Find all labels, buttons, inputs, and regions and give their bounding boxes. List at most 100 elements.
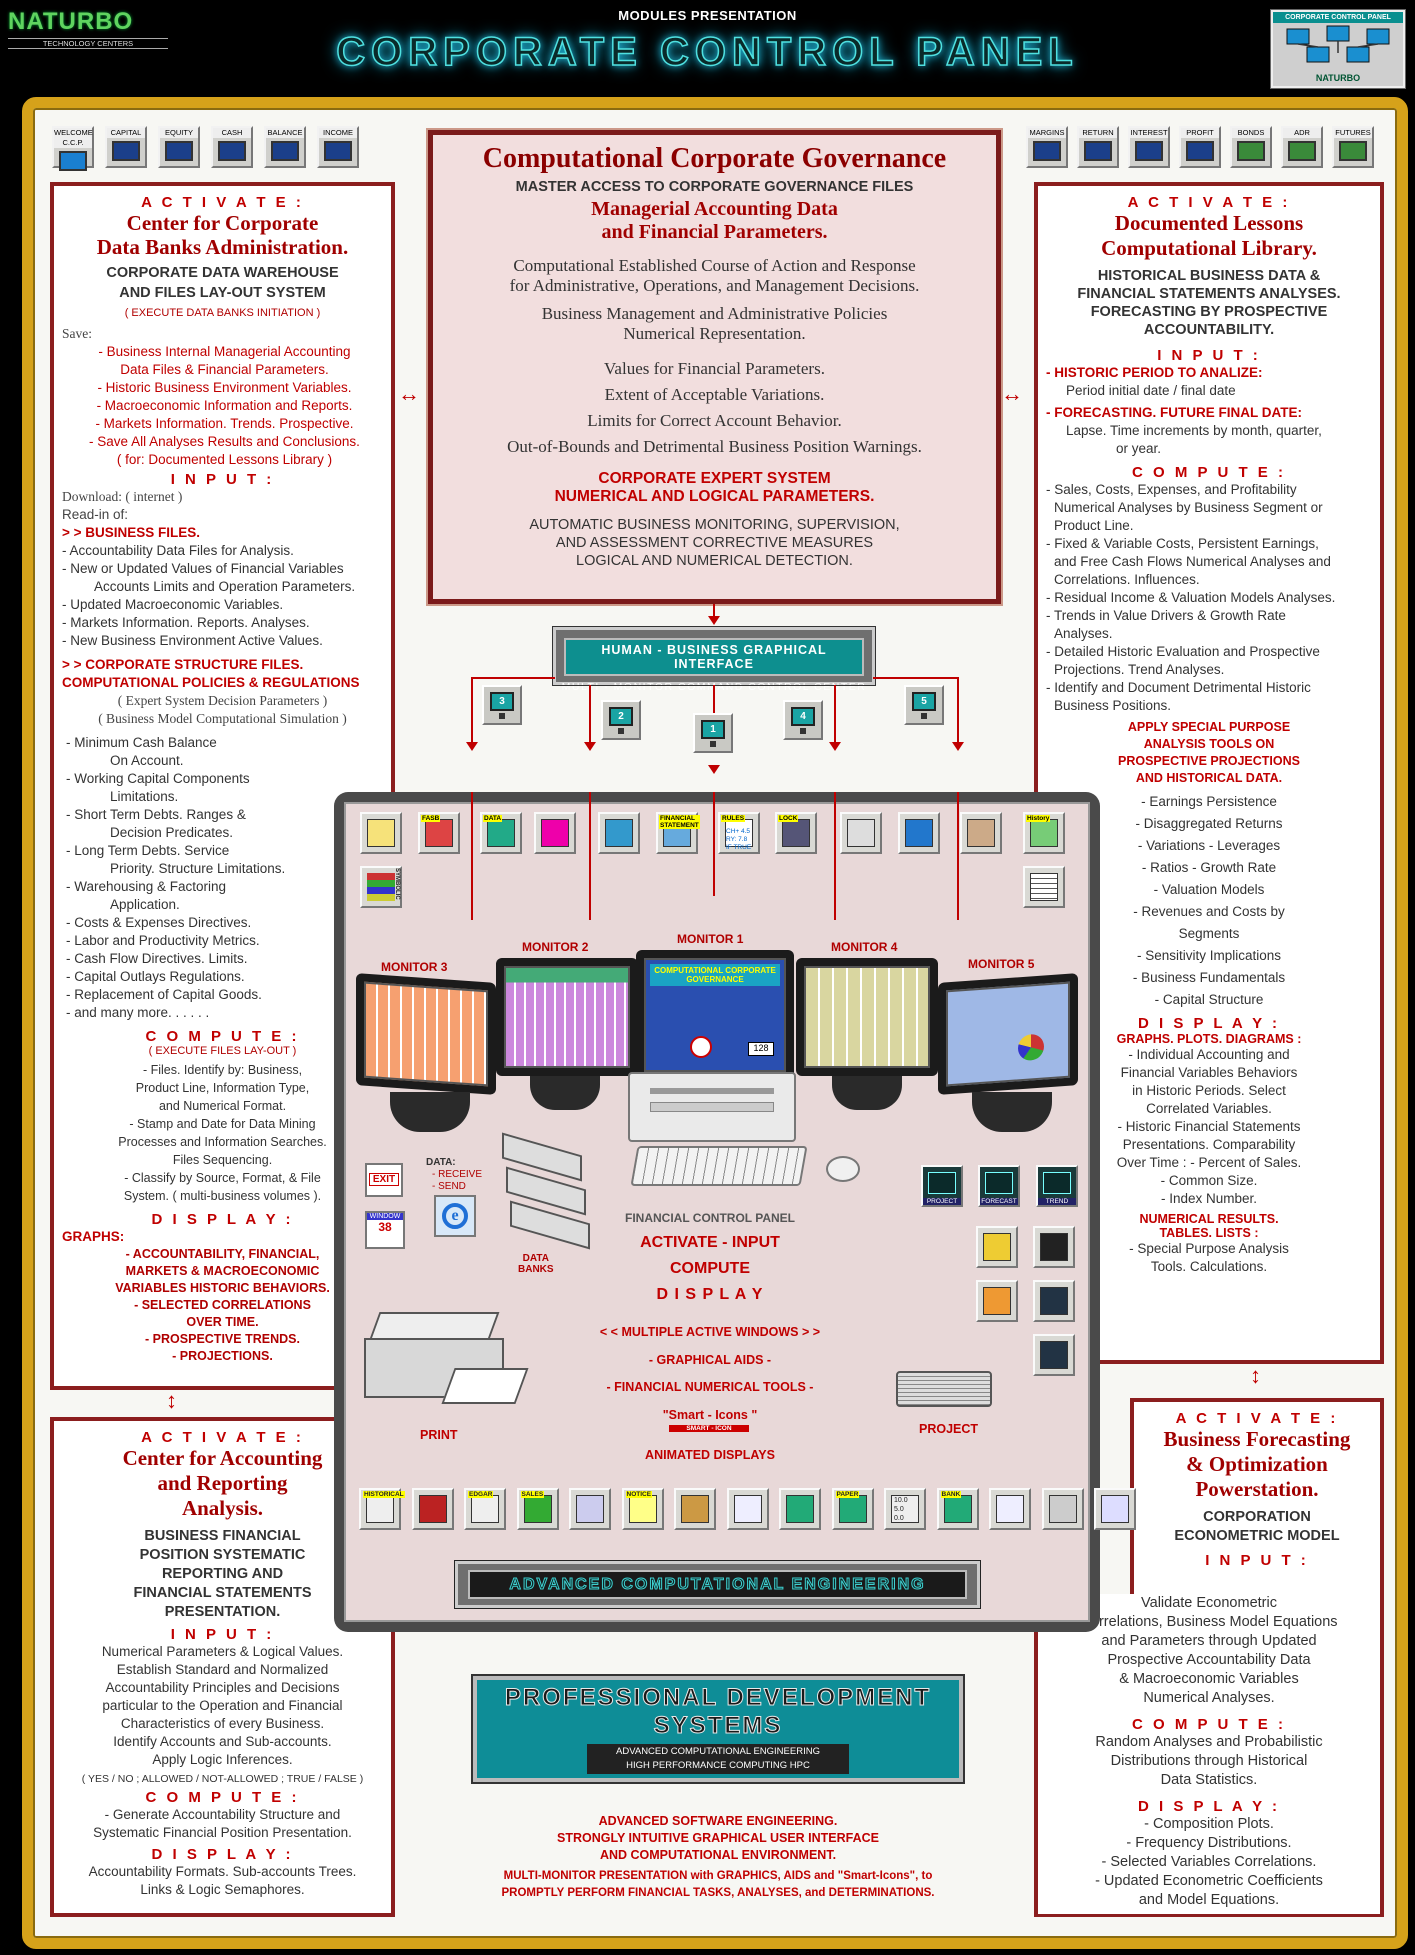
save-item[interactable]: Data Files & Financial Parameters. <box>120 362 329 377</box>
save-item[interactable]: - Historic Business Environment Variable… <box>97 380 352 395</box>
monitor-3-button[interactable]: 3 <box>482 685 522 725</box>
ccp-badge[interactable]: CORPORATE CONTROL PANEL NATURBO <box>1270 9 1406 89</box>
adr-terminal-icon[interactable]: ADR <box>1281 126 1323 168</box>
save-item[interactable]: - Macroeconomic Information and Reports. <box>96 398 353 413</box>
bonds-terminal-icon[interactable]: BONDS <box>1230 126 1272 168</box>
activate-input-button[interactable]: ACTIVATE - INPUT <box>640 1234 780 1251</box>
hbgi-box[interactable]: HUMAN - BUSINESS GRAPHICAL INTERFACE MUL… <box>552 626 876 693</box>
paper-terminal-icon[interactable]: PAPER <box>831 1488 874 1530</box>
bank-terminal-icon[interactable]: BANK <box>936 1488 979 1530</box>
display-button[interactable]: D I S P L A Y <box>656 1286 764 1303</box>
profit-monitor-icon[interactable]: PROFIT <box>1179 126 1221 168</box>
flowchart-icon[interactable] <box>598 812 640 854</box>
bar-report-icon[interactable] <box>989 1488 1031 1530</box>
data-receive-label[interactable]: - RECEIVE <box>432 1169 483 1180</box>
sales-icon[interactable]: SALES <box>516 1488 559 1530</box>
tool-item[interactable]: - Sensitivity Implications <box>1136 948 1282 963</box>
bank-building-icon[interactable] <box>960 812 1002 854</box>
trend-chart-icon[interactable]: TREND <box>1036 1165 1078 1207</box>
save-item[interactable]: - Save All Analyses Results and Conclusi… <box>89 434 360 449</box>
forecast-chart-icon[interactable]: FORECAST <box>978 1165 1020 1207</box>
tool-item[interactable]: - Revenues and Costs by <box>1133 904 1285 919</box>
bar-graph-icon[interactable] <box>976 1226 1018 1268</box>
monitor-3[interactable] <box>356 973 496 1095</box>
internet-explorer-icon[interactable]: e <box>434 1195 476 1237</box>
save-item[interactable]: - Markets Information. Trends. Prospecti… <box>95 416 354 431</box>
monitor-4-button[interactable]: 4 <box>783 700 823 740</box>
financial-statement-icon[interactable]: FINANCIAL STATEMENT <box>656 812 700 854</box>
computer-tower[interactable] <box>628 1072 796 1142</box>
globe-icon[interactable] <box>898 812 940 854</box>
project-chart-icon[interactable]: PROJECT <box>921 1165 963 1207</box>
red-books-icon[interactable] <box>411 1488 454 1530</box>
monitor-1-button[interactable]: 1 <box>693 713 733 753</box>
grid-calendar-icon[interactable] <box>1094 1488 1136 1530</box>
pie-graph-icon[interactable] <box>1033 1226 1075 1268</box>
histogram-icon[interactable] <box>1033 1334 1075 1376</box>
tool-item[interactable]: - Earnings Persistence <box>1141 794 1277 809</box>
interest-monitor-icon[interactable]: INTEREST <box>1128 126 1170 168</box>
welcome-monitor-icon[interactable]: WELCOME C.C.P. <box>52 126 94 171</box>
execute-link[interactable]: ( EXECUTE DATA BANKS INITIATION ) <box>124 307 321 319</box>
binders-icon[interactable] <box>534 812 576 854</box>
mouse[interactable] <box>826 1156 860 1182</box>
monitor-5-button[interactable]: 5 <box>904 685 944 725</box>
income-terminal-icon[interactable]: INCOME <box>317 126 359 168</box>
exit-button[interactable]: EXIT <box>365 1163 403 1197</box>
forecast-date-field[interactable]: - FORECASTING. FUTURE FINAL DATE: <box>1046 405 1302 420</box>
save-item[interactable]: ( for: Documented Lessons Library ) <box>116 452 333 467</box>
lock-icon[interactable]: LOCK <box>775 812 817 854</box>
capital-terminal-icon[interactable]: CAPITAL <box>105 126 147 168</box>
table-grid-icon[interactable] <box>1023 866 1065 908</box>
data-terminal-icon[interactable]: DATA <box>480 812 522 854</box>
historical-doc-icon[interactable]: HISTORICAL <box>359 1488 405 1530</box>
history-chart-icon[interactable]: History <box>1023 812 1065 854</box>
formula-icon[interactable] <box>360 812 402 854</box>
monitor-4[interactable] <box>796 958 938 1076</box>
tool-item[interactable]: - Disaggregated Returns <box>1135 816 1283 831</box>
tool-item[interactable]: Segments <box>1178 926 1240 941</box>
business-files-link[interactable]: > > BUSINESS FILES. <box>62 525 201 540</box>
return-monitor-icon[interactable]: RETURN <box>1077 126 1119 168</box>
tool-item[interactable]: - Capital Structure <box>1154 992 1264 1007</box>
margins-monitor-icon[interactable]: MARGINS <box>1026 126 1068 168</box>
calculator-icon[interactable] <box>569 1488 611 1530</box>
spreadsheet-icon[interactable] <box>840 812 882 854</box>
compute-button[interactable]: COMPUTE <box>670 1260 750 1277</box>
line-graph-icon[interactable] <box>1033 1280 1075 1322</box>
corporate-structure-link[interactable]: > > CORPORATE STRUCTURE FILES. <box>62 657 304 672</box>
professional-development-box[interactable]: PROFESSIONAL DEVELOPMENT SYSTEMS ADVANCE… <box>471 1674 965 1784</box>
symbolic-icon[interactable]: SYMBOLIC <box>360 866 402 908</box>
edgar-chart-icon[interactable]: EDGAR <box>464 1488 506 1530</box>
notice-icon[interactable]: NOTICE <box>621 1488 664 1530</box>
data-banks-stack[interactable] <box>502 1132 590 1252</box>
save-item[interactable]: - Business Internal Managerial Accountin… <box>98 344 351 359</box>
execute-layout-link[interactable]: ( EXECUTE FILES LAY-OUT ) <box>148 1045 297 1057</box>
area-graph-icon[interactable] <box>976 1280 1018 1322</box>
monitor-1[interactable]: COMPUTATIONAL CORPORATE GOVERNANCE 128 <box>636 950 794 1080</box>
tool-item[interactable]: - Business Fundamentals <box>1132 970 1286 985</box>
tool-item[interactable]: - Variations - Leverages <box>1137 838 1281 853</box>
monitor-5[interactable] <box>938 973 1078 1095</box>
tool-item[interactable]: - Ratios - Growth Rate <box>1141 860 1277 875</box>
historic-period-field[interactable]: - HISTORIC PERIOD TO ANALIZE: <box>1046 365 1263 380</box>
keyboard[interactable] <box>630 1146 808 1186</box>
data-banks-panel[interactable]: A C T I V A T E : Center for Corporate D… <box>50 182 395 1390</box>
window-button[interactable]: WINDOW 38 <box>365 1211 405 1249</box>
chart-terminal-icon[interactable] <box>779 1488 821 1530</box>
projector[interactable] <box>896 1363 992 1415</box>
cash-terminal-icon[interactable]: CASH <box>211 126 253 168</box>
monitor-2[interactable] <box>496 958 638 1076</box>
data-send-label[interactable]: - SEND <box>432 1181 466 1192</box>
monitor-2-button[interactable]: 2 <box>601 700 641 740</box>
equity-terminal-icon[interactable]: EQUITY <box>158 126 200 168</box>
tool-item[interactable]: - Valuation Models <box>1153 882 1265 897</box>
printer[interactable] <box>364 1308 529 1420</box>
fasb-book-icon[interactable]: FASB <box>418 812 460 854</box>
ledger-icon[interactable] <box>674 1488 716 1530</box>
governance-box[interactable]: Computational Corporate Governance MASTE… <box>426 128 1003 606</box>
notepad-icon[interactable] <box>726 1488 769 1530</box>
balance-terminal-icon[interactable]: BALANCE <box>264 126 306 168</box>
